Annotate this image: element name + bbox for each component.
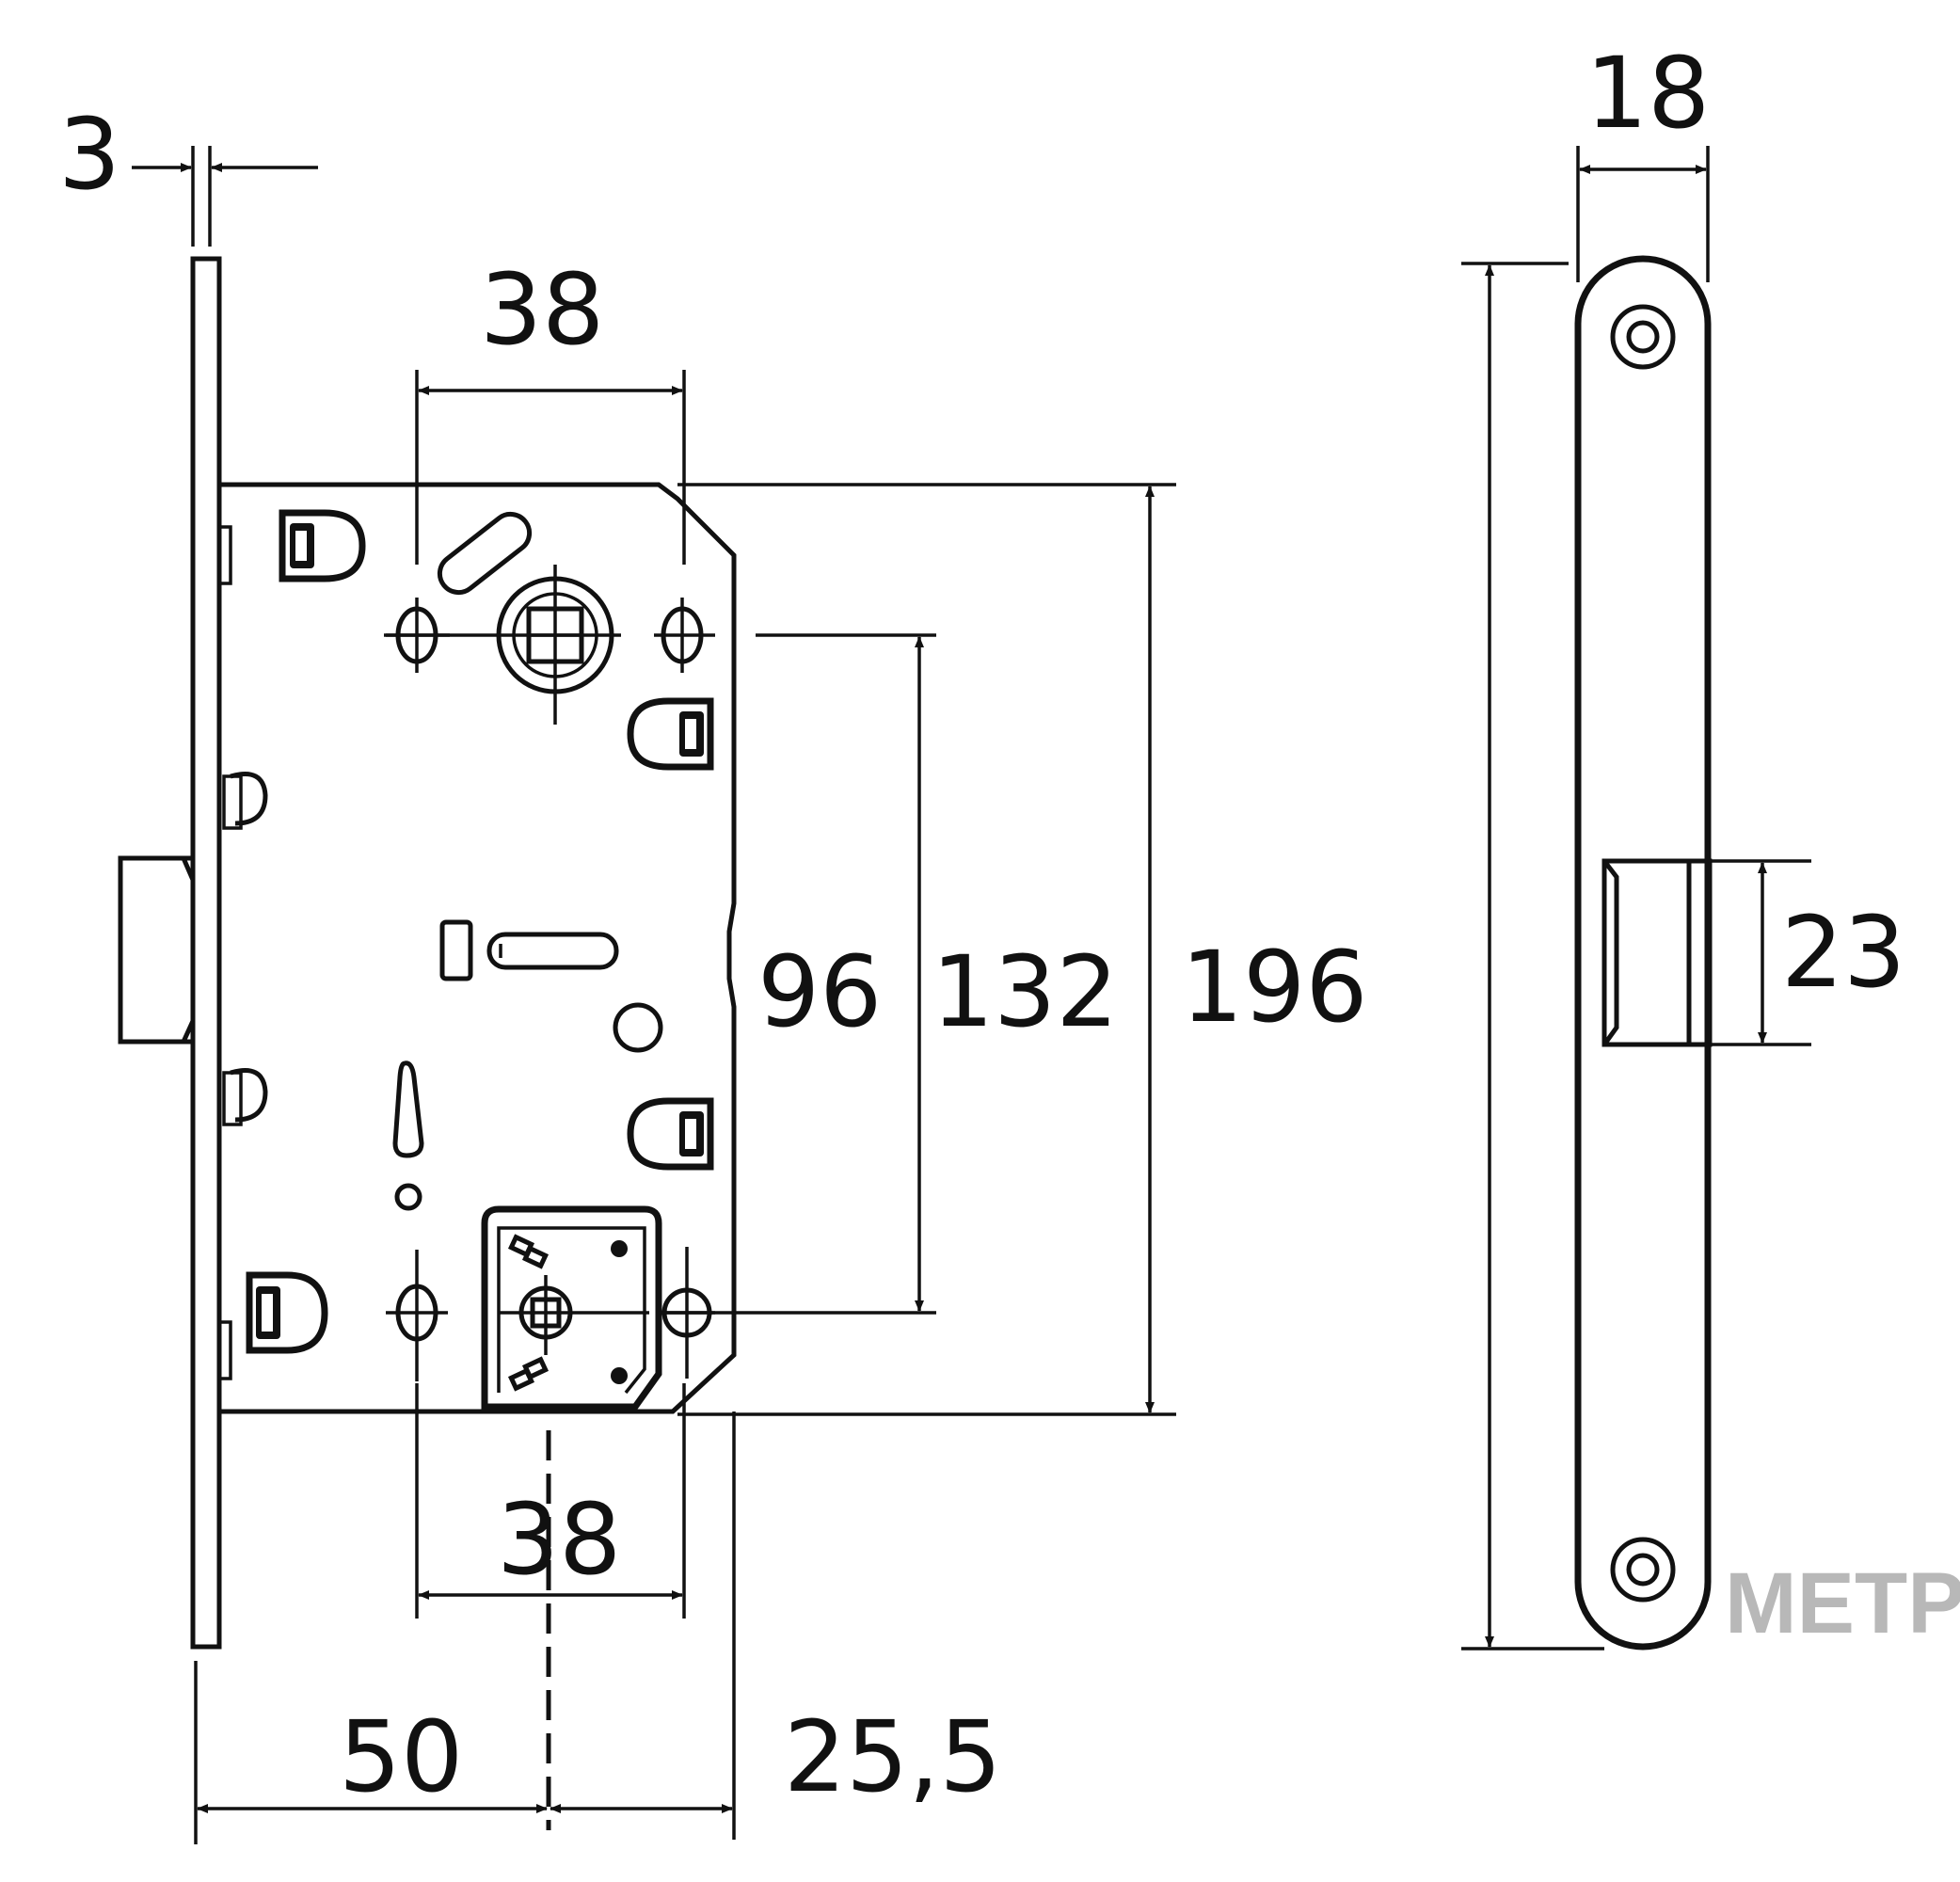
dim-backset-50: 50 xyxy=(339,1699,463,1814)
screw-hole-upper xyxy=(1610,304,1676,370)
faceplate-loop-top xyxy=(222,772,268,830)
brand-watermark: МЕТР xyxy=(1725,1555,1960,1651)
rivet-right-upper xyxy=(627,697,714,771)
side-dimensions: 18 23 xyxy=(1461,36,1905,1651)
lock-body xyxy=(219,482,737,1414)
screw-hole-bottom-left xyxy=(386,1250,448,1381)
screw-hole-lower xyxy=(1610,1537,1676,1603)
dim-196: 196 xyxy=(1181,930,1368,1045)
dim-bottom-38: 38 xyxy=(497,1482,621,1597)
handle-follower xyxy=(386,565,621,725)
pin-hole xyxy=(613,1002,663,1053)
dim-25-5: 25,5 xyxy=(784,1699,1002,1814)
screw-hole-top-right xyxy=(654,598,715,673)
rivet-right-lower xyxy=(627,1097,714,1171)
dim-96: 96 xyxy=(757,934,882,1049)
faceplate-side-view xyxy=(1574,255,1713,1651)
dim-132: 132 xyxy=(932,934,1119,1049)
dim-faceplate-thickness: 3 xyxy=(58,97,120,212)
dim-top-38: 38 xyxy=(480,252,604,367)
small-block xyxy=(439,919,473,981)
lock-front-view xyxy=(118,256,737,1830)
latch-opening xyxy=(1601,858,1713,1047)
rivet-bottom-left xyxy=(246,1271,328,1354)
faceplate xyxy=(190,256,222,1650)
rivet-top-left xyxy=(279,509,366,582)
dim-latch-23: 23 xyxy=(1781,895,1905,1010)
front-dimensions: 3 38 96 132 196 38 50 25,5 xyxy=(58,97,1368,1844)
vertical-slot xyxy=(392,1061,424,1158)
small-hole xyxy=(394,1183,422,1211)
faceplate-loop-bottom xyxy=(222,1068,268,1126)
faceplate-tab-top xyxy=(217,525,232,585)
latch-bolt-bevel xyxy=(120,855,196,1045)
dim-faceplate-width-18: 18 xyxy=(1586,36,1710,151)
latch-bolt xyxy=(118,855,196,1045)
faceplate-tab-bottom xyxy=(217,1320,232,1380)
screw-hole-top-left xyxy=(384,598,450,673)
slanted-slot xyxy=(437,511,533,596)
thumbturn-follower xyxy=(481,1205,662,1411)
horizontal-slot xyxy=(486,932,619,970)
